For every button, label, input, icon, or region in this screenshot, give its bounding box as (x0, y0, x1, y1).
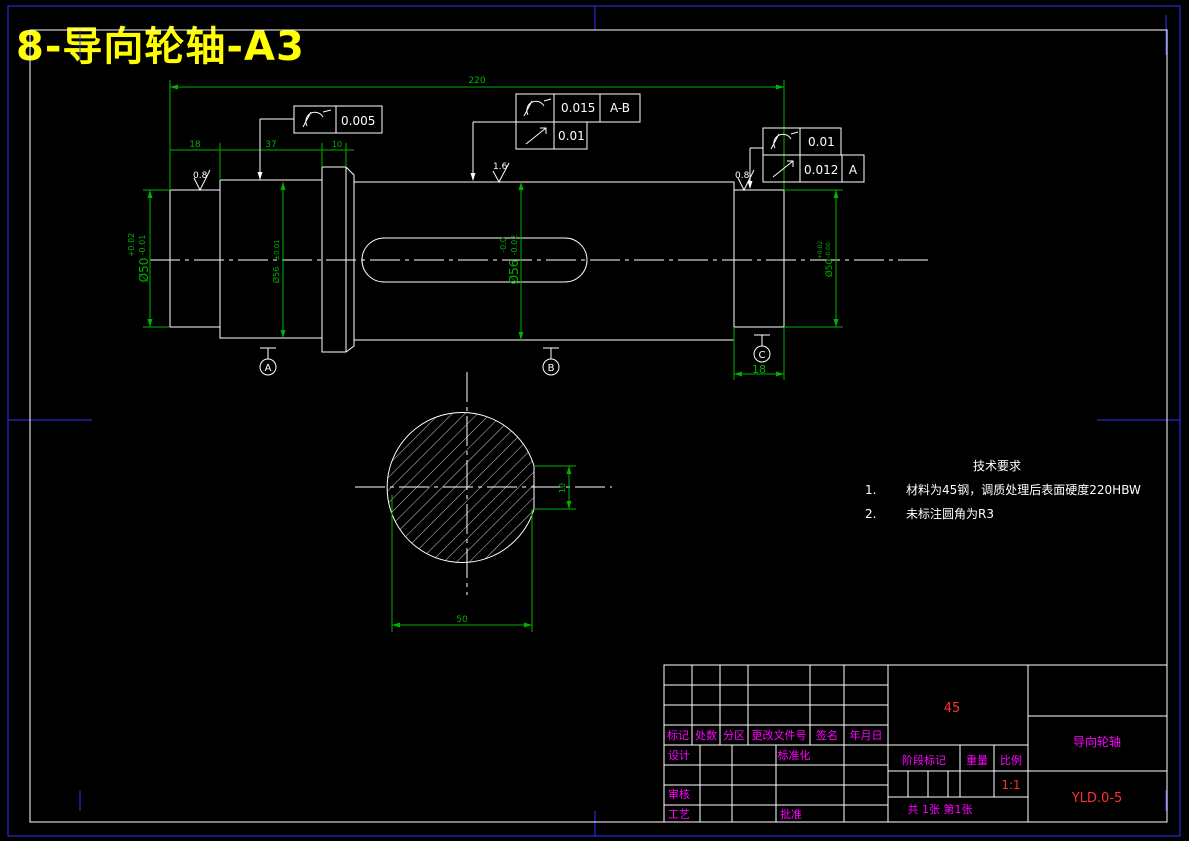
tb-material: 45 (944, 701, 961, 716)
tech-req-heading: 技术要求 (973, 459, 1021, 473)
dim-left-tol-upper: +0.02 (127, 233, 136, 258)
tb-scale-value: 1:1 (1001, 778, 1020, 792)
tolerance-frames (259, 93, 865, 188)
tech-req-1-text: 材料为45钢，调质处理后表面硬度220HBW (906, 482, 1141, 497)
tech-req-2-num: 2. (865, 507, 876, 521)
tb-drawing-no: YLD.0-5 (1071, 791, 1123, 806)
dim-right-step: 18 (752, 363, 766, 376)
dim-right-tol-upper: +0.02 (817, 241, 824, 260)
tb-label-process: 工艺 (668, 808, 690, 821)
tb-label-review: 审核 (668, 787, 690, 801)
roughness-left: 0.8 (193, 171, 208, 181)
dim-right-tol-lower: -0.00 (825, 242, 832, 258)
section-dim-arrows (392, 466, 572, 628)
tb-label-approve: 批准 (780, 807, 802, 821)
tb-label-signature: 签名 (816, 728, 838, 742)
datum-symbols (259, 334, 771, 376)
keyway (361, 237, 588, 283)
tol-right-top-value: 0.01 (808, 135, 835, 149)
dim-left-diameter: Ø50 (137, 258, 151, 283)
tb-label-count: 处数 (695, 729, 717, 742)
dim-left-step: 18 (189, 140, 201, 150)
dim-left-tol-lower: -0.01 (138, 235, 147, 256)
tb-label-standardize: 标准化 (778, 748, 811, 762)
dim-mid-tol: ±0.01 (273, 239, 281, 260)
tech-req-2-text: 未标注圆角为R3 (906, 506, 994, 521)
dim-key-diameter: Ø56 (507, 260, 521, 285)
dim-collar: 10 (332, 140, 342, 149)
inner-frame (29, 29, 1168, 823)
datum-c: C (759, 350, 766, 361)
dim-section-diameter: 50 (456, 615, 468, 625)
roughness-middle: 1.6 (493, 162, 508, 172)
tb-sheet-info: 共 1张 第1张 (908, 802, 973, 816)
tb-label-weight: 重量 (966, 753, 988, 767)
dim-key-tol-upper: -0.0 (499, 237, 508, 253)
roughness-symbols (193, 162, 755, 192)
tol-right-bottom-value: 0.012 (804, 163, 838, 177)
tb-label-date: 年月日 (850, 728, 883, 742)
datum-a: A (265, 363, 272, 374)
roughness-right: 0.8 (735, 171, 750, 181)
dim-mid-diameter: Ø56 (271, 267, 281, 283)
tol-mid-top-ref: A-B (610, 101, 630, 115)
tb-label-scale: 比例 (1000, 753, 1022, 767)
title-block (663, 664, 1168, 823)
tol-mid-top-value: 0.015 (561, 101, 595, 115)
dimension-arrows (147, 84, 839, 377)
tb-part-name: 导向轮轴 (1073, 734, 1121, 749)
tol-left-value: 0.005 (341, 114, 375, 128)
tol-mid-bottom-value: 0.01 (558, 129, 585, 143)
title-block-values: 45 1:1 YLD.0-5 (944, 701, 1123, 806)
dimension-lines (143, 80, 843, 380)
tech-req-1-num: 1. (865, 483, 876, 497)
title-block-labels: 标记 处数 分区 更改文件号 签名 年月日 设计 标准化 阶段标记 重量 比例 … (667, 728, 1121, 821)
tb-label-zone: 分区 (723, 729, 745, 742)
drawing-title: 8-导向轮轴-A3 (16, 24, 305, 70)
datum-b: B (548, 363, 555, 374)
dim-right-diameter: Ø50 (824, 258, 835, 277)
section-view (355, 372, 612, 595)
tb-label-stage-mark: 阶段标记 (902, 753, 946, 767)
tb-label-design: 设计 (668, 749, 690, 762)
tol-right-bottom-ref: A (849, 163, 858, 177)
leader-arrows (257, 172, 753, 189)
sheet-frame (7, 5, 1181, 837)
tb-label-mark: 标记 (667, 728, 689, 742)
tb-label-change-doc: 更改文件号 (752, 728, 807, 742)
dim-shoulder: 37 (265, 140, 276, 150)
dim-overall-length: 220 (468, 76, 485, 86)
dim-key-width: 10 (558, 483, 567, 493)
dim-key-tol-lower: -0.02 (510, 235, 519, 256)
